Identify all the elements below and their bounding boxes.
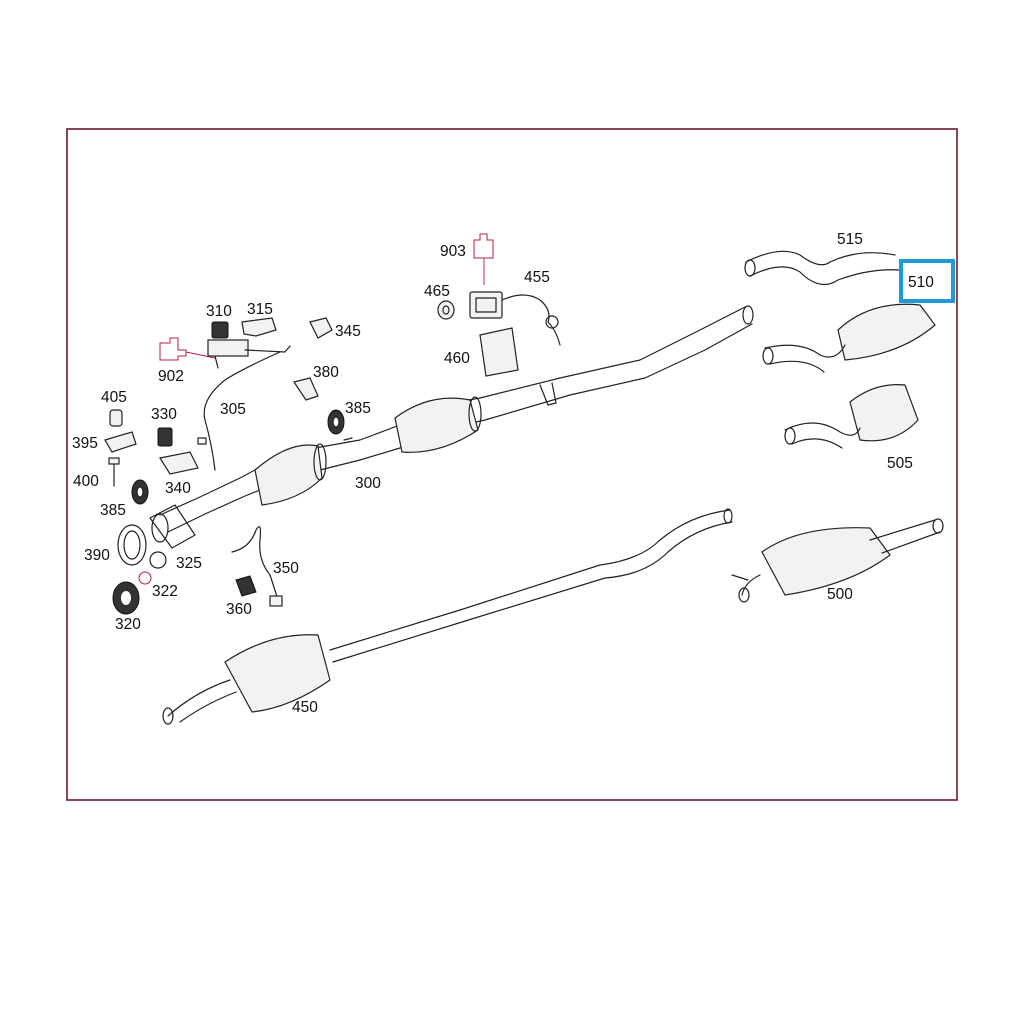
callout-305[interactable]: 305 [220,401,246,418]
part-455-nox-sensor[interactable] [469,291,561,346]
callout-390[interactable]: 390 [84,547,110,564]
callout-903[interactable]: 903 [440,243,466,260]
part-500-middle-silencer[interactable] [731,518,944,603]
callout-500[interactable]: 500 [827,586,853,603]
callout-350[interactable]: 350 [273,560,299,577]
callout-515[interactable]: 515 [837,231,863,248]
callout-315[interactable]: 315 [247,301,273,318]
part-395-bracket[interactable] [104,431,137,453]
callout-345[interactable]: 345 [335,323,361,340]
callout-450[interactable]: 450 [292,699,318,716]
callout-385-upper[interactable]: 385 [345,400,371,417]
part-465-seal[interactable] [437,300,455,320]
callout-460[interactable]: 460 [444,350,470,367]
callout-340[interactable]: 340 [165,480,191,497]
part-515-tailpipe[interactable] [744,250,901,286]
callout-465[interactable]: 465 [424,283,450,300]
callout-405[interactable]: 405 [101,389,127,406]
callout-322[interactable]: 322 [152,583,178,600]
callout-385-lower[interactable]: 385 [100,502,126,519]
callout-902[interactable]: 902 [158,368,184,385]
part-385-rubber-mount-b[interactable] [131,479,149,505]
callout-labels: 903 455 465 460 515 510 505 310 315 345 … [72,231,934,716]
part-300-front-pipe-catalyst[interactable] [149,305,754,549]
part-902-connector-icon[interactable] [159,337,216,361]
part-505-rear-silencer[interactable] [784,384,919,449]
part-460-heat-shield[interactable] [479,327,519,377]
callout-300[interactable]: 300 [355,475,381,492]
callout-330[interactable]: 330 [151,406,177,423]
part-305-sensor-cable[interactable] [197,351,281,471]
diagram-frame [66,128,958,801]
part-405-bush[interactable] [109,409,123,427]
part-903-connector-icon[interactable] [473,233,494,285]
part-345-bracket[interactable] [309,317,333,339]
callout-325[interactable]: 325 [176,555,202,572]
callout-510-highlight-box [899,259,955,303]
part-310-pressure-sensor[interactable] [207,321,249,369]
part-360-bracket[interactable] [235,575,257,597]
part-385-rubber-mount-a[interactable] [327,409,353,441]
callout-505[interactable]: 505 [887,455,913,472]
part-340-hanger[interactable] [159,451,199,475]
callout-360[interactable]: 360 [226,601,252,618]
part-320-gasket-ring[interactable] [112,581,140,615]
callout-395[interactable]: 395 [72,435,98,452]
part-510-rear-silencer[interactable] [762,303,936,373]
callout-310[interactable]: 310 [206,303,232,320]
part-325-clamp[interactable] [149,551,167,569]
callout-320[interactable]: 320 [115,616,141,633]
part-322-gasket[interactable] [138,571,152,585]
part-390-clamp-ring[interactable] [117,524,147,566]
part-350-temperature-sensor[interactable] [231,526,283,607]
callout-510[interactable]: 510 [908,274,934,291]
part-330-clamp[interactable] [157,427,173,447]
part-450-center-silencer[interactable] [162,508,733,725]
part-380-hanger-bracket[interactable] [293,377,319,401]
part-315-bracket[interactable] [241,317,291,353]
callout-380[interactable]: 380 [313,364,339,381]
part-400-bolt[interactable] [108,457,120,487]
callout-400[interactable]: 400 [73,473,99,490]
callout-455[interactable]: 455 [524,269,550,286]
